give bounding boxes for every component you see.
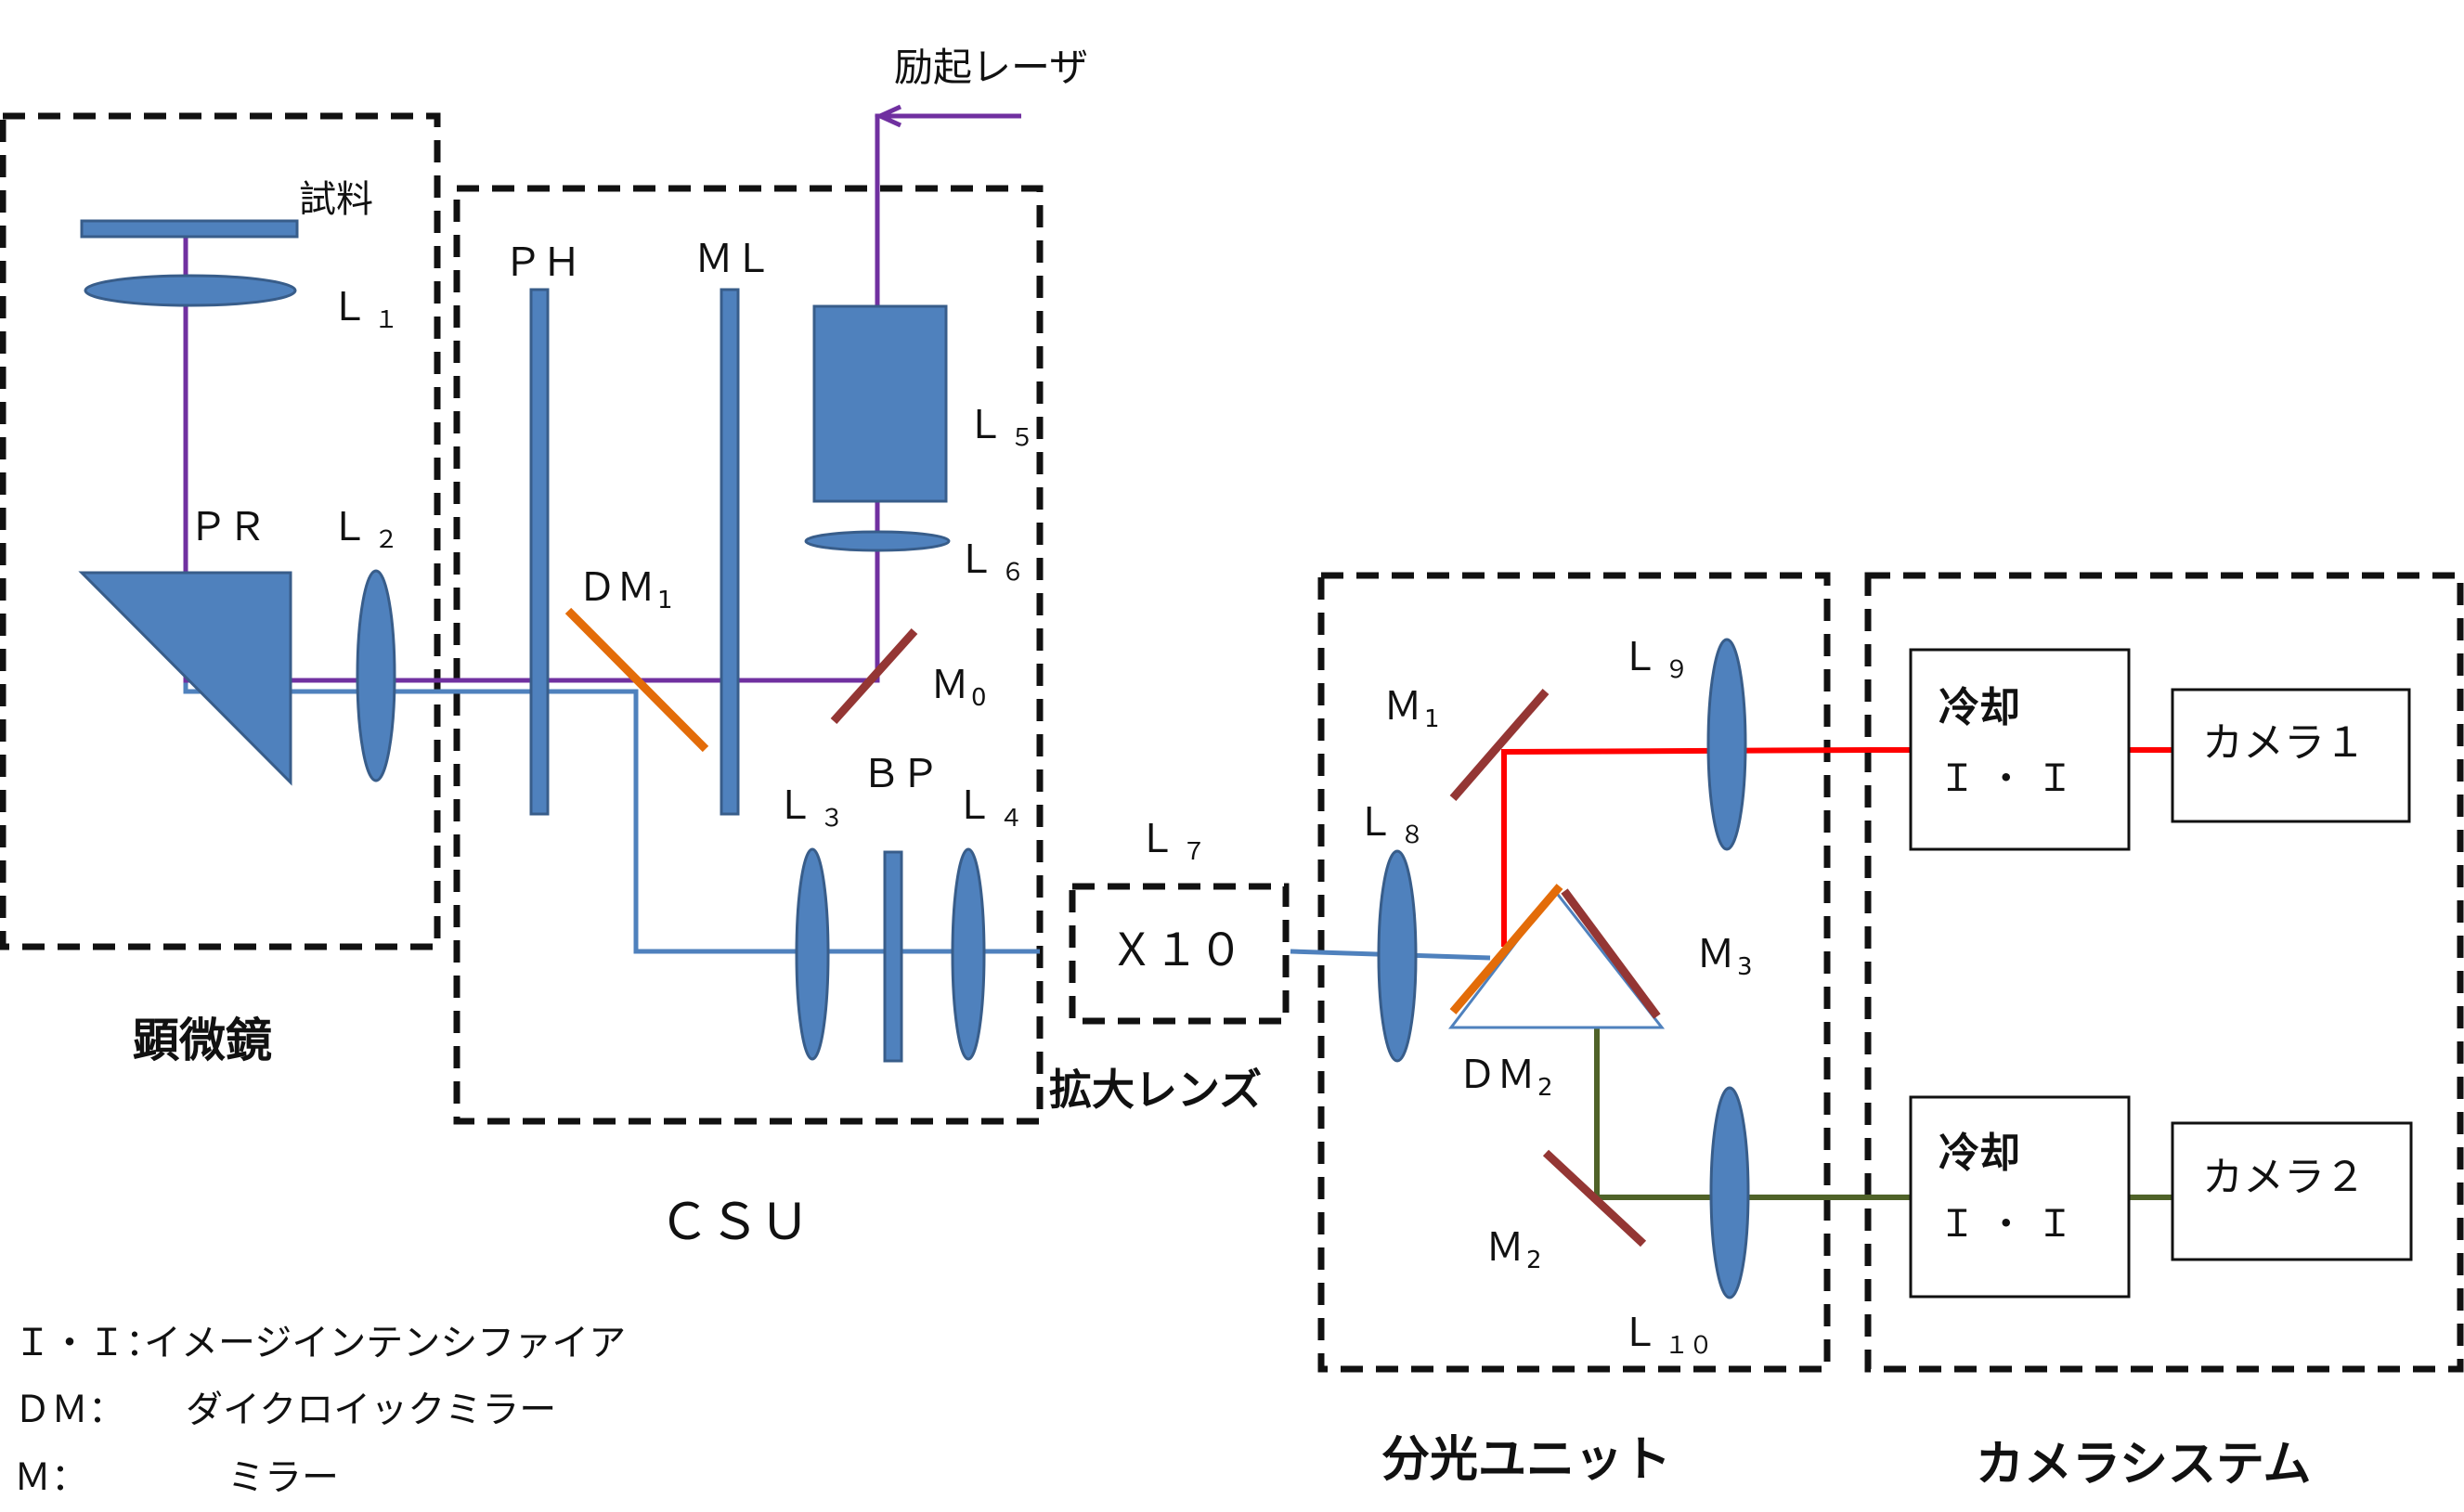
label-ph: ＰＨ [503, 239, 581, 285]
label-dm1: ＤＭ1 [577, 564, 673, 614]
lens-l1 [84, 274, 297, 307]
label-m1: Ｍ1 [1383, 683, 1440, 733]
label-bp: ＢＰ [862, 751, 940, 796]
legend-key-ii: Ｉ・Ｉ： [14, 1322, 162, 1364]
excitation-path [183, 113, 1021, 683]
label-m2: Ｍ2 [1485, 1224, 1542, 1274]
magnifier-power: Ｘ１０ [1109, 924, 1243, 976]
lens-l3 [795, 847, 830, 1061]
pinhole-disk-ph [529, 288, 550, 816]
prism-pr [78, 571, 292, 786]
magnifier-label: 拡大レンズ [1049, 1065, 1262, 1115]
legend-key-m: Ｍ： [14, 1456, 88, 1499]
lens-l2 [356, 569, 396, 782]
legend-value-dm: ダイクロイックミラー [186, 1389, 556, 1431]
label-ml: ＭＬ [694, 236, 772, 281]
ii1-top-label: 冷却 [1939, 684, 2020, 731]
microlens-disk-ml [720, 288, 740, 816]
lens-l5 [812, 304, 948, 503]
ii2-bottom-label: Ｉ ・ Ｉ [1939, 1203, 2073, 1246]
lens-l9 [1706, 638, 1747, 851]
laser-label: 励起レーザ [894, 45, 1088, 90]
dichroic-mirror-dm2 [1449, 884, 1563, 1014]
legend-value-ii: イメージインテンシファイア [144, 1322, 626, 1364]
lens-l8 [1377, 849, 1418, 1063]
camera-2-box [2171, 1121, 2413, 1261]
magnifier-box [1069, 883, 1290, 1025]
mirror-m1 [1449, 689, 1550, 801]
lens-l4 [951, 847, 986, 1061]
label-m3: Ｍ3 [1696, 931, 1753, 981]
sample-label: 試料 [299, 178, 373, 221]
label-pr: ＰＲ [188, 504, 266, 549]
ii2-top-label: 冷却 [1939, 1130, 2020, 1177]
microscope-label: 顕微鏡 [133, 1014, 272, 1067]
dichroic-mirror-dm1 [564, 607, 709, 753]
sample-plate [80, 219, 299, 239]
csu-box [453, 185, 1044, 1125]
camera1-label: カメラ１ [2202, 719, 2366, 767]
laser-arrowhead [874, 104, 902, 128]
bandpass-filter-bp [883, 850, 903, 1063]
image-intensifier-1 [1909, 648, 2131, 851]
legend-value-m: ミラー [227, 1456, 339, 1499]
camera-system-label: カメラシステム [1976, 1437, 2311, 1493]
csu-label: ＣＳＵ [659, 1193, 810, 1251]
camera-system-box [1864, 572, 2464, 1373]
label-m0: Ｍ0 [930, 662, 987, 712]
ii1-bottom-label: Ｉ ・ Ｉ [1939, 757, 2073, 800]
mirror-m3 [1561, 888, 1661, 1019]
microscope-box [0, 112, 441, 950]
image-intensifier-2 [1909, 1095, 2131, 1299]
spectral-unit-label: 分光ユニット [1381, 1432, 1671, 1488]
spectral-unit-box [1317, 572, 1831, 1373]
legend-key-dm: ＤＭ： [14, 1389, 125, 1431]
lens-l6 [804, 530, 951, 552]
camera2-label: カメラ２ [2202, 1154, 2366, 1201]
lens-l10 [1709, 1086, 1750, 1299]
camera-1-box [2171, 688, 2411, 823]
label-dm2: ＤＭ2 [1458, 1052, 1553, 1102]
mirror-m0 [830, 627, 918, 725]
mirror-m2 [1542, 1149, 1647, 1247]
